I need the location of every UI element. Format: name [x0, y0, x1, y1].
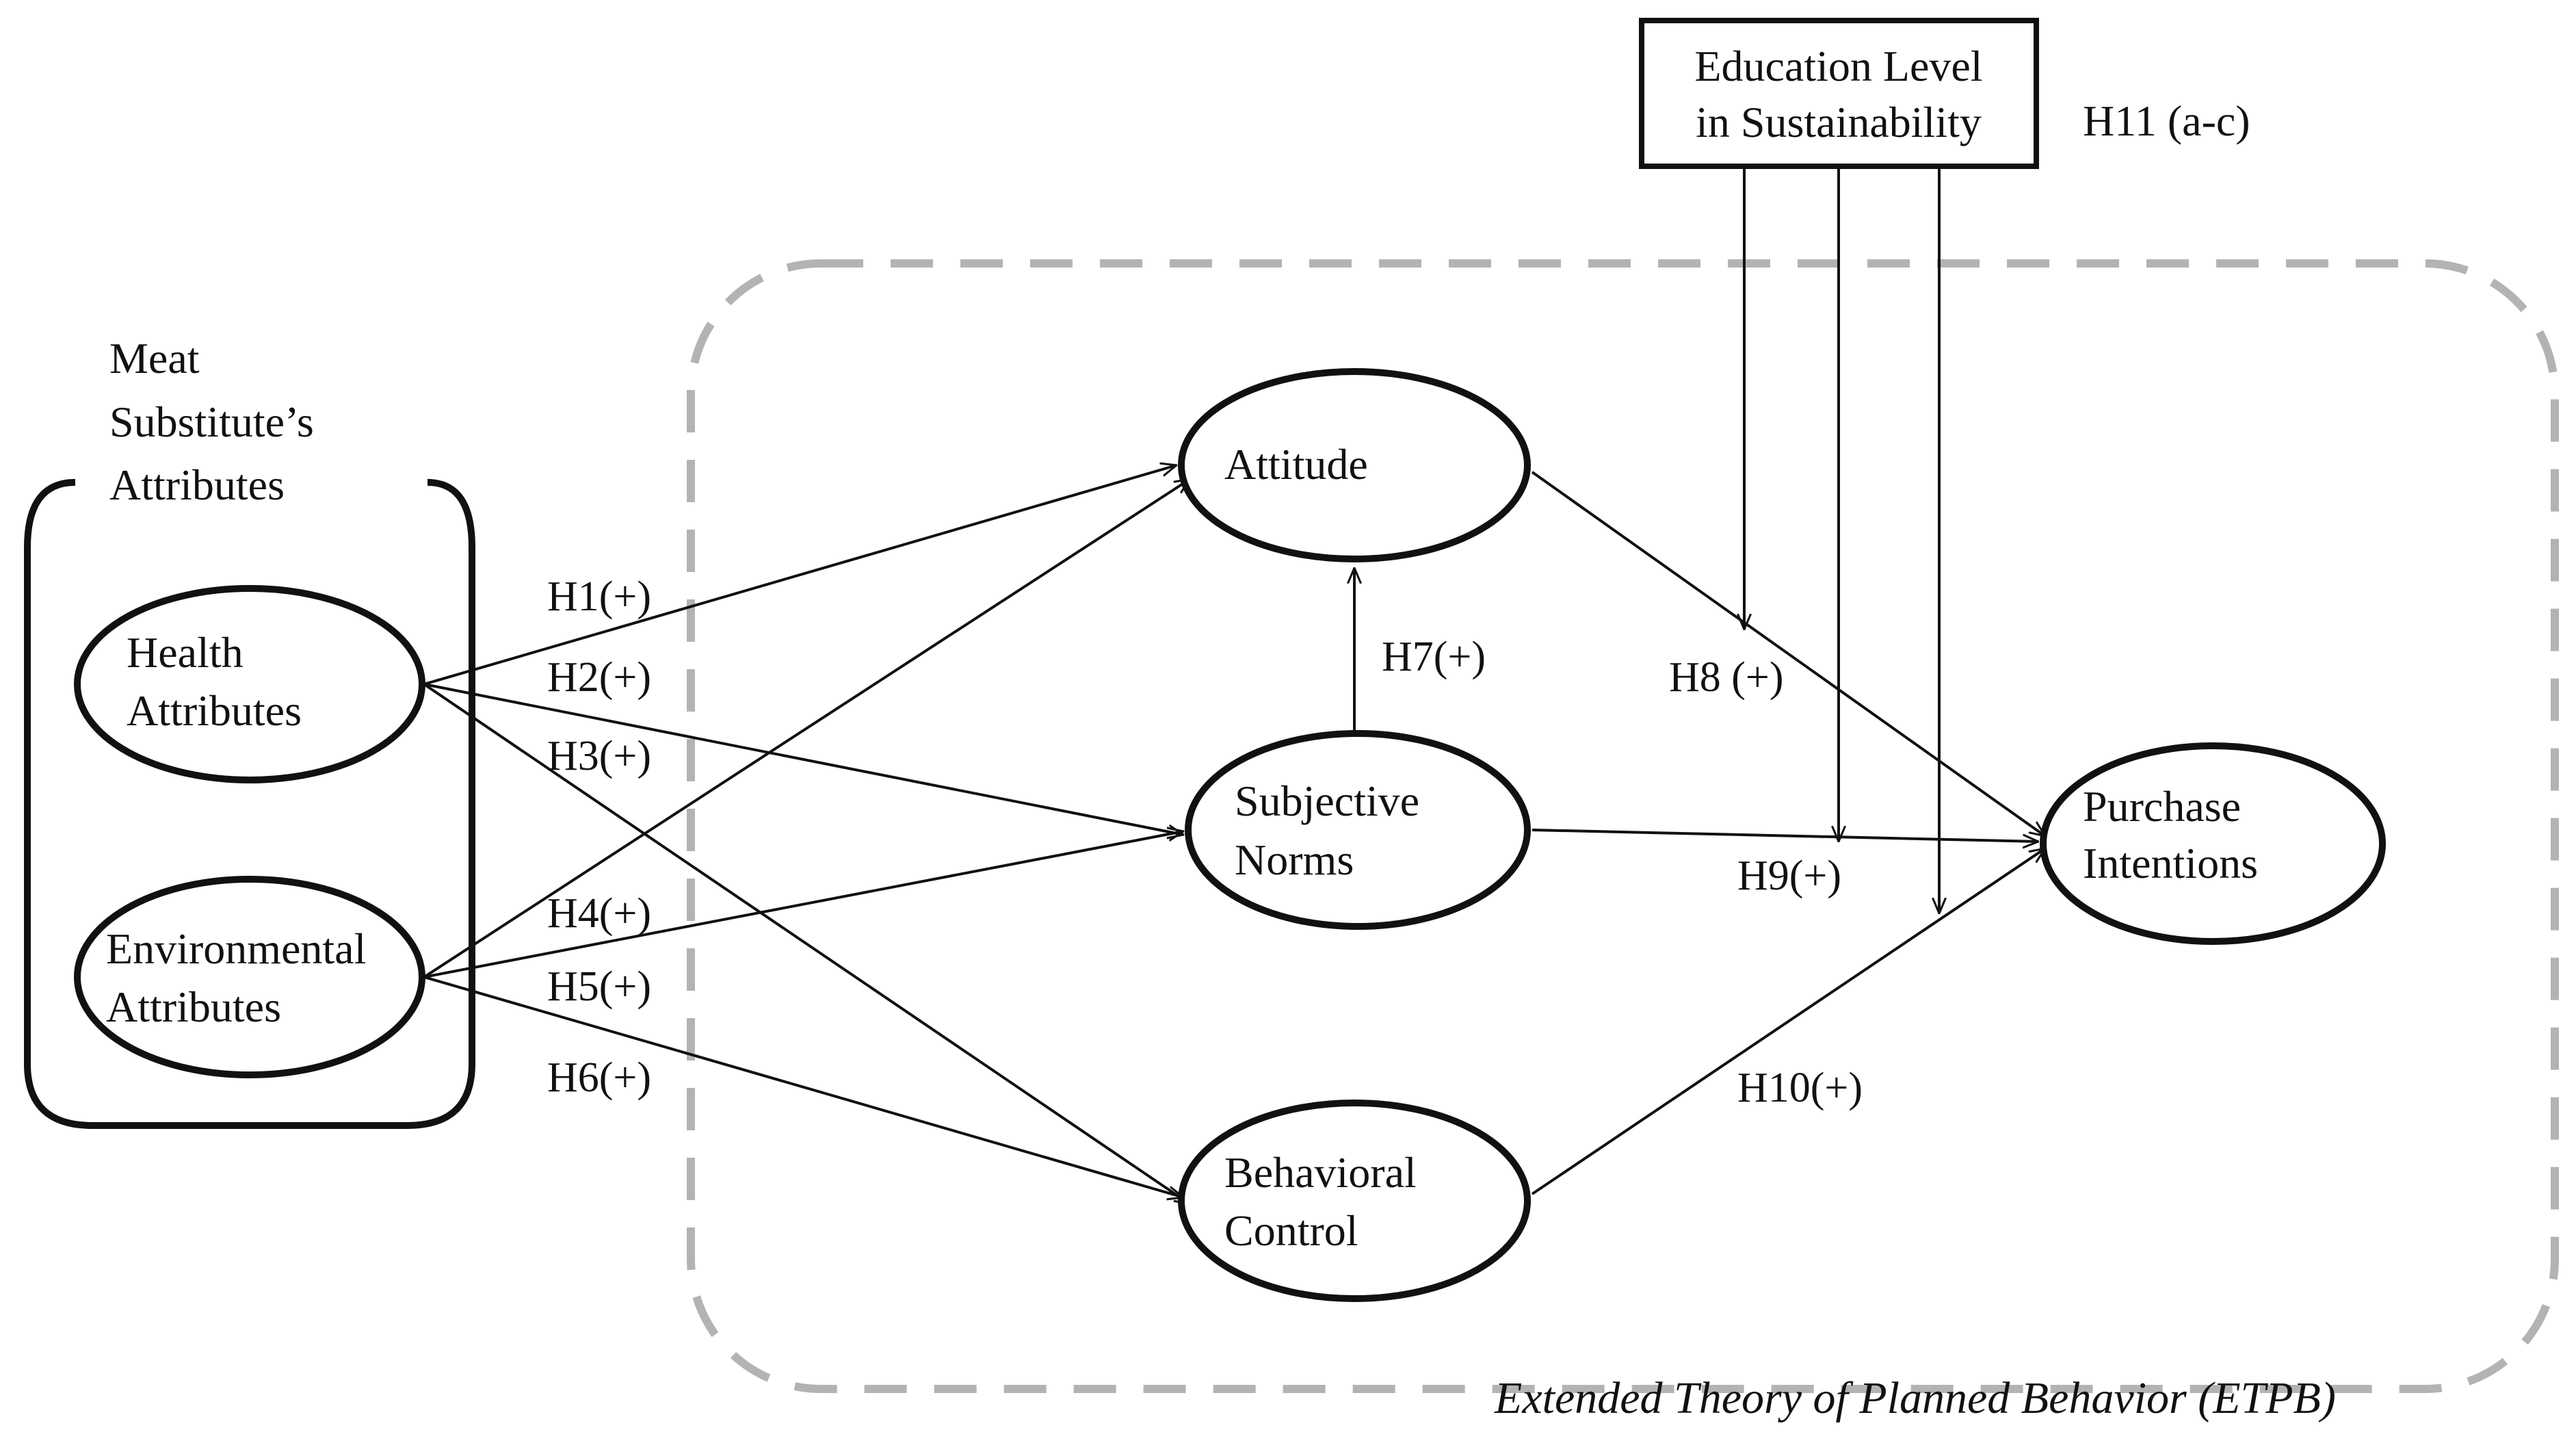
environmental-attributes-label-line-1: Environmental — [106, 924, 366, 973]
environmental-attributes-label-line-2: Attributes — [106, 983, 281, 1031]
behavioral-control-label-line-2: Control — [1224, 1206, 1358, 1255]
attitude-label: Attitude — [1224, 440, 1368, 489]
arrow-h5-environmental-subjective-norms — [423, 831, 1183, 978]
purchase-intentions-node — [2040, 742, 2386, 945]
h7-label: H7(+) — [1382, 634, 1486, 680]
h1-label: H1(+) — [547, 573, 651, 620]
h9-label: H9(+) — [1737, 853, 1841, 899]
group-title-line-2: Substitute’s — [109, 398, 314, 446]
subjective-norms-label-line-1: Subjective — [1235, 777, 1419, 825]
h6-label: H6(+) — [547, 1054, 651, 1101]
subjective-norms-label-line-2: Norms — [1235, 835, 1354, 884]
behavioral-control-label-line-1: Behavioral — [1224, 1148, 1417, 1197]
health-attributes-label-line-2: Attributes — [127, 686, 302, 735]
arrow-h6-environmental-behavioral-control — [423, 976, 1183, 1197]
arrow-h8-attitude-purchase — [1531, 471, 2045, 836]
group-title-line-3: Attributes — [109, 460, 285, 509]
h4-label: H4(+) — [547, 890, 651, 937]
attributes-group-bracket — [24, 479, 475, 1129]
arrow-h10-control-purchase — [1531, 848, 2045, 1195]
purchase-intentions-label-line-2: Intentions — [2083, 839, 2258, 887]
arrow-h1-health-attitude — [423, 465, 1177, 686]
behavioral-control-node — [1178, 1100, 1531, 1302]
arrow-h3-health-behavioral-control — [423, 683, 1190, 1204]
h3-label: H3(+) — [547, 733, 651, 779]
environmental-attributes-node — [74, 876, 425, 1078]
subjective-norms-node — [1185, 730, 1531, 930]
health-attributes-node — [74, 585, 425, 783]
arrow-h9-norms-purchase — [1532, 829, 2038, 842]
etpb-frame — [687, 259, 2559, 1393]
h8-label: H8 (+) — [1669, 654, 1784, 701]
group-title-line-1: Meat — [109, 334, 200, 382]
purchase-intentions-label-line-1: Purchase — [2083, 782, 2241, 831]
education-level-line-2: in Sustainability — [1696, 98, 1982, 146]
health-attributes-label-line-1: Health — [127, 628, 244, 677]
arrow-h2-health-subjective-norms — [423, 683, 1183, 835]
education-level-box — [1639, 18, 2039, 169]
arrow-h4-environmental-attitude — [423, 479, 1190, 978]
etpb-caption: Extended Theory of Planned Behavior (ETP… — [1494, 1373, 2336, 1423]
h11-label: H11 (a-c) — [2083, 96, 2250, 145]
h2-label: H2(+) — [547, 654, 651, 701]
education-level-line-1: Education Level — [1694, 42, 1982, 90]
attitude-node — [1178, 368, 1531, 562]
h5-label: H5(+) — [547, 963, 651, 1010]
h10-label: H10(+) — [1737, 1065, 1863, 1111]
